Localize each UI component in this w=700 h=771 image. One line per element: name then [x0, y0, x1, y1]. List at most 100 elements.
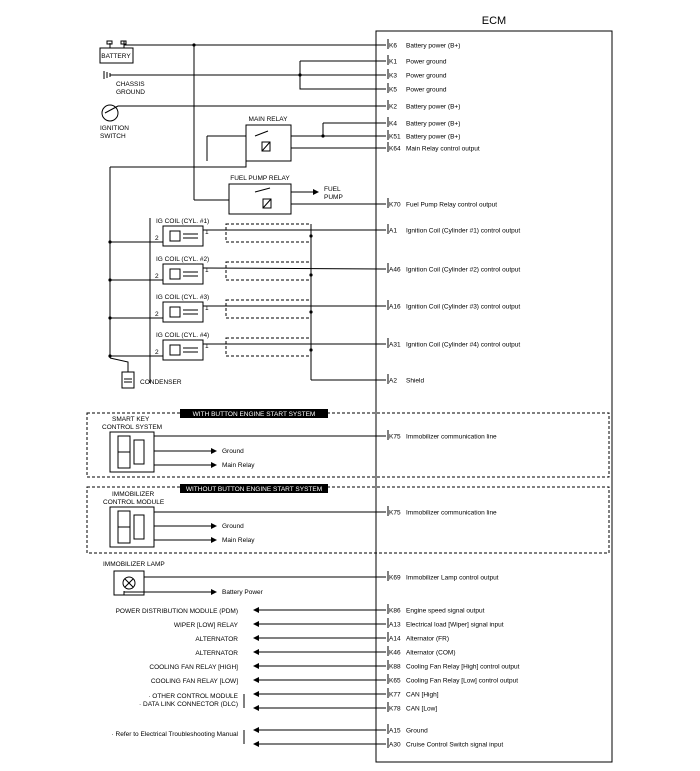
- immobilizer-module-label-2: CONTROL MODULE: [103, 499, 165, 506]
- ecm-pin-desc-1: Power ground: [406, 59, 447, 66]
- ecm-pin-desc-10: Ignition Coil (Cylinder #2) control outp…: [406, 267, 520, 274]
- ecm-pin-desc-13: Shield: [406, 378, 424, 385]
- coil-pin-1-1: 1: [205, 229, 209, 236]
- ecm-pin-desc-14: Immobilizer communication line: [406, 434, 497, 441]
- ecm-pin-desc-5: Battery power (B+): [406, 121, 460, 128]
- lamp-icon: [122, 576, 136, 590]
- ecm-pin-4: K2: [389, 104, 397, 111]
- ecm-pin-desc-17: Engine speed signal output: [406, 608, 485, 615]
- ecm-pin-16: K69: [389, 575, 401, 582]
- ecm-pin-21: K88: [389, 664, 401, 671]
- ignition-switch-label-1: IGNITION: [100, 125, 129, 132]
- ig-coil-4: IG COIL (CYL. #4)21: [108, 332, 386, 361]
- ig-coil-label-4: IG COIL (CYL. #4): [156, 332, 209, 339]
- chassis-ground-label-2: GROUND: [116, 89, 145, 96]
- ecm-pin-7: K64: [389, 146, 401, 153]
- fuel-pump-relay-label: FUEL PUMP RELAY: [230, 175, 290, 182]
- smart-key-ground-label: Ground: [222, 448, 244, 455]
- ecm-pin-18: A13: [389, 622, 401, 629]
- ig-coil-2: IG COIL (CYL. #2) 2 1: [108, 256, 387, 285]
- left-label-alternator-1: ALTERNATOR: [195, 636, 238, 643]
- immobilizer-ground-label: Ground: [222, 523, 244, 530]
- ig-coil-label-3: IG COIL (CYL. #3): [156, 294, 209, 301]
- left-label-fan-low: COOLING FAN RELAY [LOW]: [151, 678, 238, 685]
- ecm-box: [375, 30, 613, 763]
- left-label-alternator-2: ALTERNATOR: [195, 650, 238, 657]
- chassis-ground-icon: [103, 71, 111, 79]
- main-relay-label: MAIN RELAY: [249, 116, 289, 123]
- ecm-pin-desc-25: Ground: [406, 728, 428, 735]
- ecm-pin-desc-22: Cooling Fan Relay [Low] control output: [406, 678, 518, 685]
- ecm-pin-desc-9: Ignition Coil (Cylinder #1) control outp…: [406, 228, 520, 235]
- ecm-pin-desc-19: Alternator (FR): [406, 636, 449, 643]
- ecm-pin-desc-26: Cruise Control Switch signal input: [406, 742, 503, 749]
- condenser: CONDENSER: [109, 357, 182, 389]
- ecm-pin-desc-6: Battery power (B+): [406, 134, 460, 141]
- ecm-pin-13: A2: [389, 378, 397, 385]
- ecm-pin-desc-24: CAN [Low]: [406, 706, 437, 713]
- ecm-pin-desc-7: Main Relay control output: [406, 146, 480, 153]
- left-label-pdm: POWER DISTRIBUTION MODULE (PDM): [116, 608, 238, 615]
- ecm-pin-25: A15: [389, 728, 401, 735]
- ecm-pin-1: K1: [389, 59, 397, 66]
- ecm-pin-20: K46: [389, 650, 401, 657]
- ecm-pin-23: K77: [389, 692, 401, 699]
- ignition-switch-label-2: SWITCH: [100, 133, 126, 140]
- ecm-pin-22: K65: [389, 678, 401, 685]
- ecm-pin-desc-23: CAN [High]: [406, 692, 439, 699]
- left-label-fan-high: COOLING FAN RELAY [HIGH]: [149, 664, 238, 671]
- immobilizer-main-relay-label: Main Relay: [222, 537, 255, 544]
- ecm-pin-17: K86: [389, 608, 401, 615]
- ig-coil-1: IG COIL (CYL. #1)21: [108, 218, 386, 247]
- ecm-pin-26: A30: [389, 742, 401, 749]
- ecm-pin-desc-18: Electrical load [Wiper] signal input: [406, 622, 504, 629]
- ecm-pin-2: K3: [389, 73, 397, 80]
- ecm-pin-desc-3: Power ground: [406, 87, 447, 94]
- smart-key-main-relay-label: Main Relay: [222, 462, 255, 469]
- ecm-pin-0: K6: [389, 43, 397, 50]
- ecm-pin-5: K4: [389, 121, 397, 128]
- ecm-pin-desc-11: Ignition Coil (Cylinder #3) control outp…: [406, 304, 520, 311]
- coil-pin-2-3: 2: [155, 311, 159, 318]
- ecm-pin-19: A14: [389, 636, 401, 643]
- with-button-label: WITH BUTTON ENGINE START SYSTEM: [193, 411, 316, 418]
- left-label-wiper: WIPER [LOW] RELAY: [174, 622, 239, 629]
- left-label-dlc: · DATA LINK CONNECTOR (DLC): [139, 701, 238, 708]
- immobilizer-module: [109, 506, 155, 548]
- immobilizer-lamp: [113, 570, 145, 596]
- coil-pin-1-3: 1: [205, 305, 209, 312]
- ignition-switch-icon: [101, 104, 119, 122]
- with-button-section: [86, 412, 610, 478]
- ecm-pin-desc-4: Battery power (B+): [406, 104, 460, 111]
- without-button-label: WITHOUT BUTTON ENGINE START SYSTEM: [186, 486, 322, 493]
- without-button-section: [86, 486, 610, 554]
- coil-pin-2-2: 2: [155, 273, 159, 280]
- ecm-pin-desc-0: Battery power (B+): [406, 43, 460, 50]
- fuel-pump-relay: FUEL PUMP RELAY: [228, 175, 292, 215]
- smart-key-label-2: CONTROL SYSTEM: [102, 424, 162, 431]
- chassis-ground-label-1: CHASSIS: [116, 81, 145, 88]
- ecm-pin-8: K70: [389, 202, 401, 209]
- ecm-pin-9: A1: [389, 228, 397, 235]
- fuel-pump-label-2: PUMP: [324, 194, 343, 201]
- immobilizer-module-label-1: IMMOBILIZER: [112, 491, 155, 498]
- ecm-title: ECM: [482, 15, 506, 27]
- coil-pin-1-2: 1: [205, 267, 209, 274]
- battery-label: BATTERY: [101, 53, 131, 60]
- immobilizer-lamp-label: IMMOBILIZER LAMP: [103, 561, 165, 568]
- ecm-pin-desc-20: Alternator (COM): [406, 650, 455, 657]
- smart-key-label-1: SMART KEY: [112, 416, 150, 423]
- ecm-pin-desc-2: Power ground: [406, 73, 447, 80]
- ig-coil-label-2: IG COIL (CYL. #2): [156, 256, 209, 263]
- ecm-pin-desc-15: Immobilizer communication line: [406, 510, 497, 517]
- ecm-pin-3: K5: [389, 87, 397, 94]
- ecm-pin-6: K51: [389, 134, 401, 141]
- condenser-label: CONDENSER: [140, 379, 182, 386]
- ecm-pin-11: A16: [389, 304, 401, 311]
- left-label-refer-manual: · Refer to Electrical Troubleshooting Ma…: [112, 731, 239, 738]
- ecm-pin-14: K75: [389, 434, 401, 441]
- ecm-pin-desc-12: Ignition Coil (Cylinder #4) control outp…: [406, 342, 520, 349]
- coil-pin-2-4: 2: [155, 349, 159, 356]
- ecm-pin-12: A31: [389, 342, 401, 349]
